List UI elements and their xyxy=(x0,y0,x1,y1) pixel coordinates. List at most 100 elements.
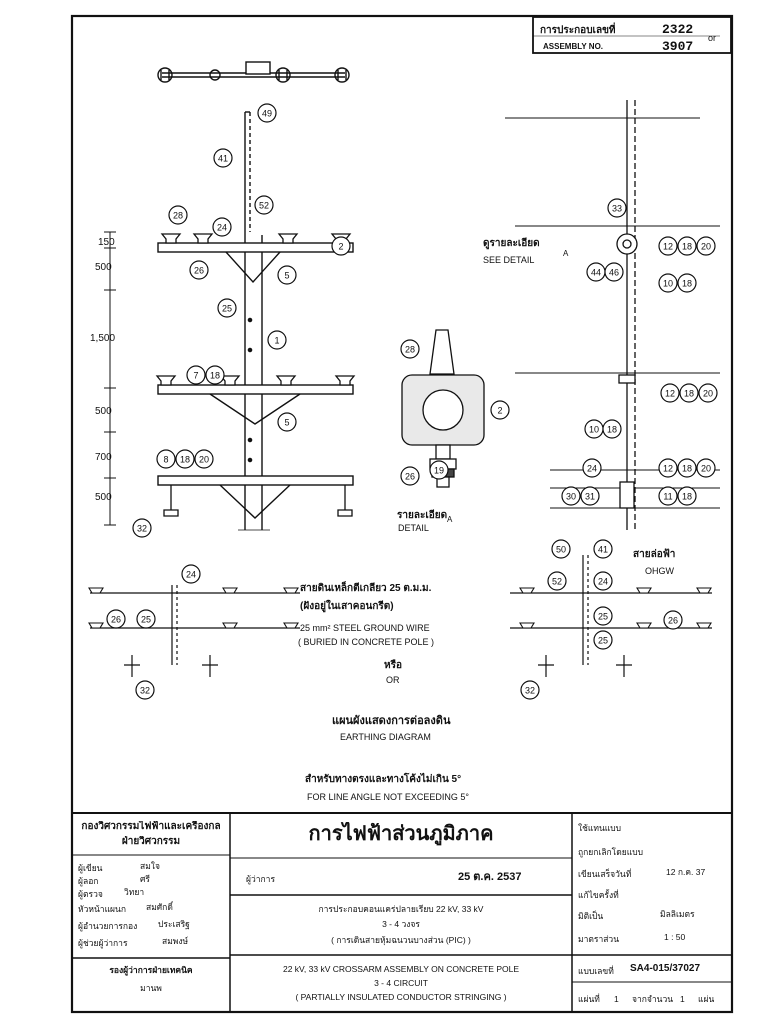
callout-balloon: 2 xyxy=(490,400,510,420)
callout-balloon: 44 xyxy=(586,262,606,282)
callout-number: 5 xyxy=(284,271,289,281)
callout-balloon: 2 xyxy=(331,236,351,256)
checked-value: วิทยา xyxy=(124,887,145,897)
callout-number: 12 xyxy=(663,242,673,252)
angle-note-en: FOR LINE ANGLE NOT EXCEEDING 5° xyxy=(307,792,469,802)
see-detail-th: ดูรายละเอียด xyxy=(483,237,540,250)
callout-number: 30 xyxy=(566,492,576,502)
callout-number: 32 xyxy=(525,686,535,696)
callout-number: 31 xyxy=(585,492,595,502)
callout-balloon: 24 xyxy=(582,458,602,478)
asst-label: ผู้ช่วยผู้ว่าการ xyxy=(78,938,128,948)
callout-number: 24 xyxy=(598,577,608,587)
callout-number: 44 xyxy=(591,268,601,278)
director-label: ผู้อำนวยการกอง xyxy=(78,921,138,931)
note-th: ( การเดินสายหุ้มฉนวนบางส่วน (PIC) ) xyxy=(331,935,471,945)
callout-balloon: 5 xyxy=(277,265,297,285)
callout-balloon: 28 xyxy=(400,339,420,359)
callout-number: 18 xyxy=(684,389,694,399)
sheet-label: แผ่นที่ xyxy=(578,994,600,1004)
callout-balloon: 28 xyxy=(168,205,188,225)
callout-number: 26 xyxy=(405,472,415,482)
assembly-number-box: การประกอบเลขที่ ASSEMBLY NO. 2322 or 390… xyxy=(532,16,732,54)
callout-balloon: 20 xyxy=(696,236,716,256)
drawn-value: สมใจ xyxy=(140,861,160,871)
callout-balloon: 18 xyxy=(205,365,225,385)
callout-balloon: 49 xyxy=(257,103,277,123)
head-value: สมศักดิ์ xyxy=(146,902,173,912)
detail-a-ref: A xyxy=(447,515,453,524)
title-th: การประกอบคอนแคร่ปลายเรียบ 22 kV, 33 kV xyxy=(318,904,484,914)
callout-balloon: 30 xyxy=(561,486,581,506)
circuit-th: 3 - 4 วงจร xyxy=(382,919,420,929)
callout-number: 32 xyxy=(137,524,147,534)
callout-number: 25 xyxy=(222,304,232,314)
callout-number: 19 xyxy=(434,466,444,476)
director-value: ประเสริฐ xyxy=(158,919,190,929)
traced-value: ศรี xyxy=(140,874,150,884)
unit-label: มิติเป็น xyxy=(578,911,604,921)
callout-number: 10 xyxy=(589,425,599,435)
ground-wire-th2: (ฝังอยู่ในเสาคอนกรีต) xyxy=(300,599,394,613)
callout-balloon: 20 xyxy=(696,458,716,478)
callout-number: 25 xyxy=(598,612,608,622)
traced-label: ผู้ลอก xyxy=(78,876,99,886)
head-label: หัวหน้าแผนก xyxy=(78,904,126,914)
ohgw-en: OHGW xyxy=(645,566,675,576)
callout-balloon: 41 xyxy=(213,148,233,168)
dim-700: 700 xyxy=(95,452,112,463)
earthing-diagram xyxy=(90,555,712,677)
drawn-label: ผู้เขียน xyxy=(78,863,103,873)
dept-name: กองวิศวกรรมไฟฟ้าและเครื่องกล xyxy=(81,821,221,832)
sheet-border xyxy=(70,14,734,1014)
governor-label: ผู้ว่าการ xyxy=(246,874,276,884)
callout-balloon: 10 xyxy=(584,419,604,439)
callout-number: 8 xyxy=(163,455,168,465)
callout-number: 18 xyxy=(210,371,220,381)
callout-balloon: 7 xyxy=(186,365,206,385)
callout-balloon: 26 xyxy=(106,609,126,629)
earthing-insulators xyxy=(88,587,712,629)
see-detail-en: SEE DETAIL xyxy=(483,255,534,265)
crossarm-plan-view xyxy=(157,61,350,83)
callout-balloon: 24 xyxy=(593,571,613,591)
ground-wire-en: 25 mm² STEEL GROUND WIRE xyxy=(300,623,430,633)
revised-label: เขียนเสร็จวันที่ xyxy=(578,869,632,879)
detail-a-title-th: รายละเอียด xyxy=(397,509,447,521)
callout-number: 2 xyxy=(497,406,502,416)
callout-balloon: 25 xyxy=(217,298,237,318)
callout-balloon: 26 xyxy=(663,610,683,630)
title-block-grid xyxy=(72,812,732,1012)
angle-note-th: สำหรับทางตรงและทางโค้งไม่เกิน 5° xyxy=(305,772,461,785)
callout-balloon: 24 xyxy=(212,217,232,237)
callout-balloon: 25 xyxy=(593,630,613,650)
callout-balloon: 20 xyxy=(698,383,718,403)
total-label: จากจำนวน xyxy=(632,994,674,1004)
callout-number: 10 xyxy=(663,279,673,289)
assembly-or: or xyxy=(708,33,716,43)
callout-number: 49 xyxy=(262,109,272,119)
callout-balloon: 26 xyxy=(400,466,420,486)
scale-value: 1 : 50 xyxy=(664,932,686,942)
callout-number: 24 xyxy=(587,464,597,474)
deputy-value: มานพ xyxy=(140,983,162,993)
callout-balloon: 25 xyxy=(593,606,613,626)
checked-label: ผู้ตรวจ xyxy=(78,889,103,899)
callout-number: 18 xyxy=(682,492,692,502)
callout-balloon: 12 xyxy=(658,236,678,256)
callout-number: 50 xyxy=(556,545,566,555)
callout-number: 12 xyxy=(663,464,673,474)
org-name: การไฟฟ้าส่วนภูมิภาค xyxy=(308,823,494,845)
detail-a-title-en: DETAIL xyxy=(398,523,429,533)
callout-number: 11 xyxy=(663,492,672,502)
earthing-title-th: แผนผังแสดงการต่อลงดิน xyxy=(332,714,451,727)
callout-number: 25 xyxy=(598,636,608,646)
callout-balloon: 32 xyxy=(132,518,152,538)
callout-balloon: 18 xyxy=(679,383,699,403)
circuit-en: 3 - 4 CIRCUIT xyxy=(374,978,428,988)
assembly-number-1: 2322 xyxy=(662,22,693,37)
callout-balloon: 25 xyxy=(136,609,156,629)
callout-balloon: 20 xyxy=(194,449,214,469)
